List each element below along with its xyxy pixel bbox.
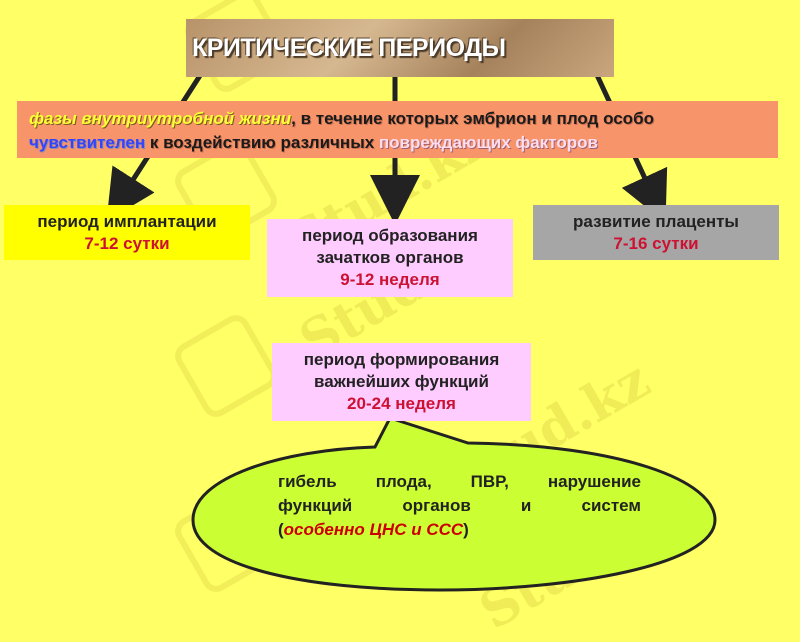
definition-text-1: , в течение которых эмбрион и плод особо — [291, 109, 654, 128]
definition-highlight-factors: повреждающих факторов — [378, 133, 598, 152]
consequence-line3: (особенно ЦНС и ССС) — [278, 518, 641, 542]
period-value: 7-16 сутки — [613, 234, 699, 253]
close-paren: ) — [463, 520, 469, 539]
definition-highlight-phases: фазы внутриутробной жизни — [29, 109, 292, 128]
page-title: КРИТИЧЕСКИЕ ПЕРИОДЫ — [192, 33, 506, 62]
period-label: период имплантации — [37, 212, 217, 231]
definition-text-2: к воздействию различных — [145, 133, 379, 152]
consequence-line1: гибель плода, ПВР, нарушение — [278, 472, 641, 491]
open-paren: ( — [278, 520, 284, 539]
consequence-bubble — [191, 416, 717, 592]
diagram-connectors — [106, 58, 717, 592]
period-organ-formation-box: период образования зачатков органов 9-12… — [267, 219, 513, 297]
title-banner: КРИТИЧЕСКИЕ ПЕРИОДЫ — [186, 19, 614, 77]
period-label-line2: важнейших функций — [314, 372, 489, 391]
consequence-line2: функций органов и систем — [278, 496, 641, 515]
consequence-text: гибель плода, ПВР, нарушение функций орг… — [278, 470, 641, 542]
definition-highlight-sensitive: чувствителен — [29, 133, 146, 152]
period-value: 20-24 неделя — [347, 394, 456, 413]
period-implantation-box: период имплантации 7-12 сутки — [4, 205, 250, 260]
period-label-line2: зачатков органов — [316, 248, 464, 267]
period-value: 7-12 сутки — [84, 234, 170, 253]
period-placenta-box: развитие плаценты 7-16 сутки — [533, 205, 779, 260]
definition-box: фазы внутриутробной жизни, в течение кот… — [17, 101, 778, 158]
period-function-formation-box: период формирования важнейших функций 20… — [272, 343, 531, 421]
period-label-line1: период образования — [302, 226, 478, 245]
consequence-highlight: особенно ЦНС и ССС — [283, 520, 464, 539]
period-label-line1: период формирования — [303, 350, 500, 369]
period-value: 9-12 неделя — [340, 270, 440, 289]
period-label: развитие плаценты — [573, 212, 739, 231]
